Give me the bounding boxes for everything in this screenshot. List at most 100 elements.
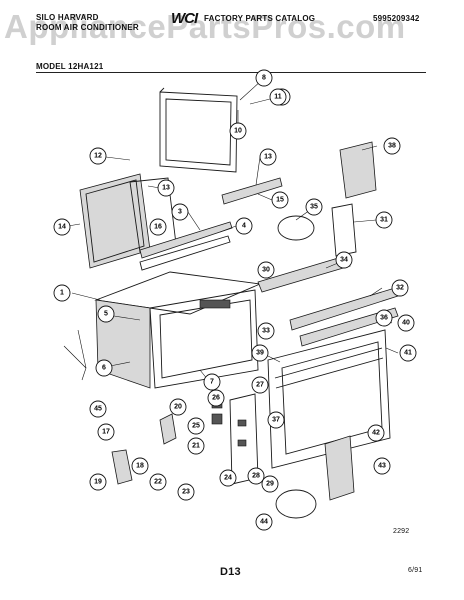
- svg-text:27: 27: [256, 382, 264, 389]
- callout-11: 11: [269, 88, 287, 106]
- callout-14: 14: [53, 218, 71, 236]
- callout-layer: 1345678910111213131415161718192021222324…: [53, 69, 417, 531]
- cabinet-part: [94, 271, 262, 389]
- page-code: D13: [220, 566, 241, 578]
- svg-text:8: 8: [262, 75, 266, 82]
- callout-40: 40: [397, 314, 415, 332]
- svg-text:19: 19: [94, 479, 102, 486]
- callout-44: 44: [255, 513, 273, 531]
- svg-text:37: 37: [272, 417, 280, 424]
- svg-text:20: 20: [174, 404, 182, 411]
- svg-text:7: 7: [210, 379, 214, 386]
- callout-37: 37: [267, 411, 285, 429]
- callout-38: 38: [383, 137, 401, 155]
- svg-text:15: 15: [276, 197, 284, 204]
- callout-33: 33: [257, 322, 275, 340]
- catalog-number: 5995209342: [373, 14, 420, 23]
- svg-text:35: 35: [310, 204, 318, 211]
- svg-text:42: 42: [372, 430, 380, 437]
- callout-28: 28: [247, 467, 265, 485]
- svg-text:10: 10: [234, 128, 242, 135]
- callout-31: 31: [375, 211, 393, 229]
- callout-43: 43: [373, 457, 391, 475]
- callout-5: 5: [97, 305, 115, 323]
- callout-13: 13: [259, 148, 277, 166]
- wci-logo: WCI: [171, 10, 198, 27]
- callout-13: 13: [157, 179, 175, 197]
- svg-text:3: 3: [178, 209, 182, 216]
- catalog-title: FACTORY PARTS CATALOG: [204, 14, 316, 23]
- small-parts: [111, 141, 377, 519]
- svg-text:21: 21: [192, 443, 200, 450]
- callout-18: 18: [131, 457, 149, 475]
- callout-8: 8: [255, 69, 273, 87]
- svg-text:28: 28: [252, 473, 260, 480]
- svg-text:41: 41: [404, 350, 412, 357]
- svg-text:29: 29: [266, 481, 274, 488]
- svg-text:18: 18: [136, 463, 144, 470]
- callout-30: 30: [257, 261, 275, 279]
- svg-text:23: 23: [182, 489, 190, 496]
- top-rail-part: [139, 221, 233, 271]
- callout-19: 19: [89, 473, 107, 491]
- svg-text:40: 40: [402, 320, 410, 327]
- callout-21: 21: [187, 437, 205, 455]
- svg-text:1: 1: [60, 290, 64, 297]
- callout-17: 17: [97, 423, 115, 441]
- svg-text:44: 44: [260, 519, 268, 526]
- svg-text:4: 4: [242, 223, 246, 230]
- callout-10: 10: [229, 122, 247, 140]
- callout-4: 4: [235, 217, 253, 235]
- svg-text:36: 36: [380, 315, 388, 322]
- callout-6: 6: [95, 359, 113, 377]
- callout-35: 35: [305, 198, 323, 216]
- callout-32: 32: [391, 279, 409, 297]
- watermark: AppliancePartsPros.com: [4, 8, 406, 45]
- svg-text:16: 16: [154, 224, 162, 231]
- svg-text:11: 11: [274, 94, 282, 101]
- callout-24: 24: [219, 469, 237, 487]
- svg-text:38: 38: [388, 143, 396, 150]
- callout-22: 22: [149, 473, 167, 491]
- callout-36: 36: [375, 309, 393, 327]
- brand-line-2: ROOM AIR CONDITIONER: [36, 23, 139, 32]
- louver-parts: [221, 177, 399, 347]
- callout-26: 26: [207, 389, 225, 407]
- svg-text:34: 34: [340, 257, 348, 264]
- svg-text:13: 13: [162, 185, 170, 192]
- svg-text:45: 45: [94, 406, 102, 413]
- callout-3: 3: [171, 203, 189, 221]
- callout-12: 12: [89, 147, 107, 165]
- callout-7: 7: [203, 373, 221, 391]
- svg-text:13: 13: [264, 154, 272, 161]
- svg-text:31: 31: [380, 217, 388, 224]
- callout-20: 20: [169, 398, 187, 416]
- callout-23: 23: [177, 483, 195, 501]
- header-rule: [36, 72, 426, 73]
- svg-text:30: 30: [262, 267, 270, 274]
- callout-42: 42: [367, 424, 385, 442]
- brand-line-1: SILO HARVARD: [36, 13, 99, 22]
- callout-16: 16: [149, 218, 167, 236]
- svg-text:24: 24: [224, 475, 232, 482]
- svg-text:17: 17: [102, 429, 110, 436]
- callout-45: 45: [89, 400, 107, 418]
- drawing-number: 2292: [393, 528, 410, 535]
- svg-text:33: 33: [262, 328, 270, 335]
- svg-text:43: 43: [378, 463, 386, 470]
- svg-text:39: 39: [256, 350, 264, 357]
- svg-text:25: 25: [192, 423, 200, 430]
- svg-text:5: 5: [104, 311, 108, 318]
- front-panel-part: [159, 87, 238, 173]
- callout-25: 25: [187, 417, 205, 435]
- callout-15: 15: [271, 191, 289, 209]
- svg-text:14: 14: [58, 224, 66, 231]
- svg-text:26: 26: [212, 395, 220, 402]
- svg-text:6: 6: [102, 365, 106, 372]
- callout-27: 27: [251, 376, 269, 394]
- svg-text:12: 12: [94, 153, 102, 160]
- callout-39: 39: [251, 344, 269, 362]
- callout-29: 29: [261, 475, 279, 493]
